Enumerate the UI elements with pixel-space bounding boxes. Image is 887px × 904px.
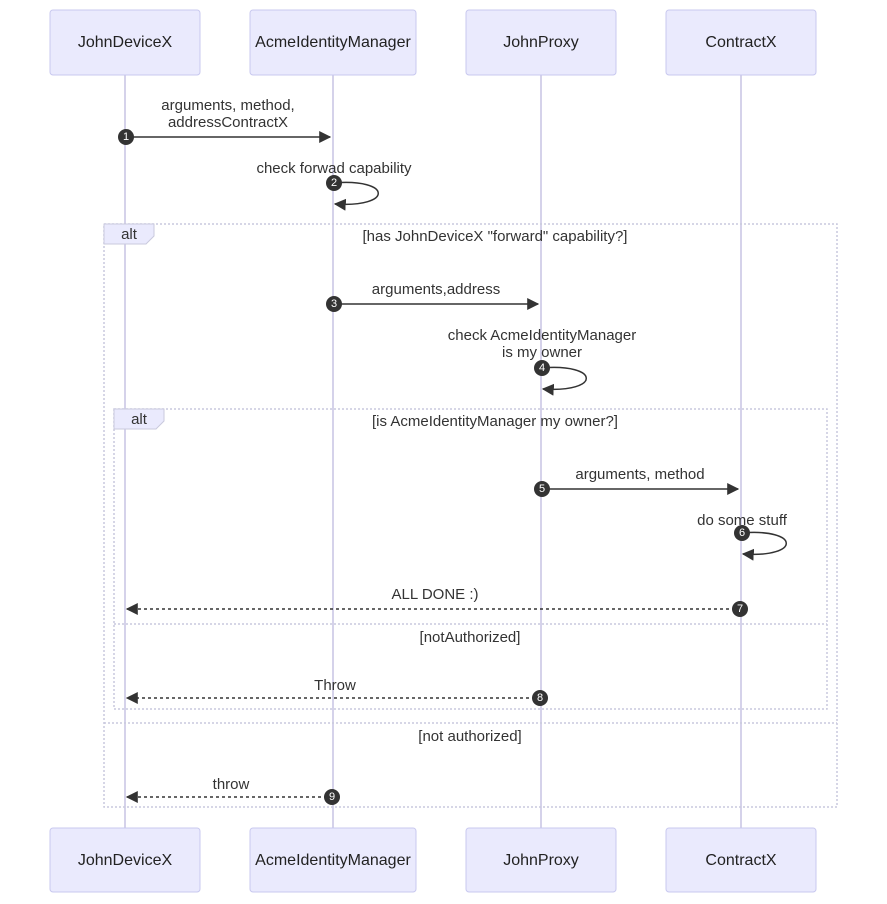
- sequence-number: 7: [737, 603, 743, 615]
- actor-label: AcmeIdentityManager: [255, 852, 411, 869]
- sequence-number-badge: [732, 601, 748, 617]
- alt-guard: [has JohnDeviceX "forward" capability?]: [363, 228, 628, 245]
- message-9: throw 9: [125, 776, 340, 805]
- sequence-number: 9: [329, 791, 335, 803]
- sequence-number: 4: [539, 362, 545, 374]
- alt-guard: [is AcmeIdentityManager my owner?]: [372, 413, 618, 430]
- message-7: ALL DONE :) 7: [125, 586, 748, 617]
- sequence-number-badge: [118, 129, 134, 145]
- message-label-line: arguments, method,: [161, 97, 294, 114]
- actor-label: JohnProxy: [503, 852, 579, 869]
- actor-top-contractx: ContractX: [665, 9, 817, 76]
- message-label-line: throw: [213, 776, 250, 793]
- message-label-line: ALL DONE :): [392, 586, 479, 603]
- message-3: arguments,address 3: [326, 281, 540, 312]
- alt-frame-inner: alt [is AcmeIdentityManager my owner?] […: [113, 408, 828, 710]
- message-4: check AcmeIdentityManager is my owner 4: [448, 327, 636, 396]
- alt-frame-outer: alt [has JohnDeviceX "forward" capabilit…: [103, 223, 838, 808]
- sequence-number-badge: [532, 690, 548, 706]
- message-6: do some stuff 6: [697, 512, 788, 561]
- sequence-number: 5: [539, 483, 545, 495]
- message-8: Throw 8: [125, 677, 548, 706]
- actor-label: ContractX: [705, 852, 776, 869]
- message-label-line: check AcmeIdentityManager: [448, 327, 636, 344]
- message-label-line: arguments,address: [372, 281, 500, 298]
- sequence-number-badge: [734, 525, 750, 541]
- actor-top-johndevicex: JohnDeviceX: [49, 9, 201, 76]
- alt-label: alt: [121, 226, 138, 243]
- actor-label: AcmeIdentityManager: [255, 34, 411, 51]
- actor-bottom-acmeidentitymanager: AcmeIdentityManager: [249, 827, 417, 893]
- else-guard: [not authorized]: [418, 728, 521, 745]
- sequence-number: 1: [123, 131, 129, 143]
- sequence-number-badge: [326, 296, 342, 312]
- message-label-line: arguments, method: [575, 466, 704, 483]
- message-5: arguments, method 5: [534, 466, 740, 497]
- actor-top-johnproxy: JohnProxy: [465, 9, 617, 76]
- message-label-line: is my owner: [502, 344, 582, 361]
- actor-label: JohnDeviceX: [78, 852, 173, 869]
- sequence-number-badge: [324, 789, 340, 805]
- actor-bottom-johndevicex: JohnDeviceX: [49, 827, 201, 893]
- sequence-number-badge: [534, 481, 550, 497]
- message-label-line: do some stuff: [697, 512, 788, 529]
- actor-label: ContractX: [705, 34, 776, 51]
- actor-top-acmeidentitymanager: AcmeIdentityManager: [249, 9, 417, 76]
- sequence-number-badge: [534, 360, 550, 376]
- sequence-number: 8: [537, 692, 543, 704]
- actor-bottom-contractx: ContractX: [665, 827, 817, 893]
- actor-label: JohnProxy: [503, 34, 579, 51]
- message-label-line: addressContractX: [168, 114, 288, 131]
- else-guard: [notAuthorized]: [420, 629, 521, 646]
- sequence-number: 2: [331, 177, 337, 189]
- sequence-number: 3: [331, 298, 337, 310]
- actor-label: JohnDeviceX: [78, 34, 173, 51]
- message-1: arguments, method, addressContractX 1: [118, 97, 332, 145]
- actor-bottom-johnproxy: JohnProxy: [465, 827, 617, 893]
- sequence-number: 6: [739, 527, 745, 539]
- message-label-line: Throw: [314, 677, 356, 694]
- alt-label: alt: [131, 411, 148, 428]
- message-label-line: check forwad capability: [256, 160, 412, 177]
- message-2: check forwad capability 2: [256, 160, 412, 211]
- sequence-number-badge: [326, 175, 342, 191]
